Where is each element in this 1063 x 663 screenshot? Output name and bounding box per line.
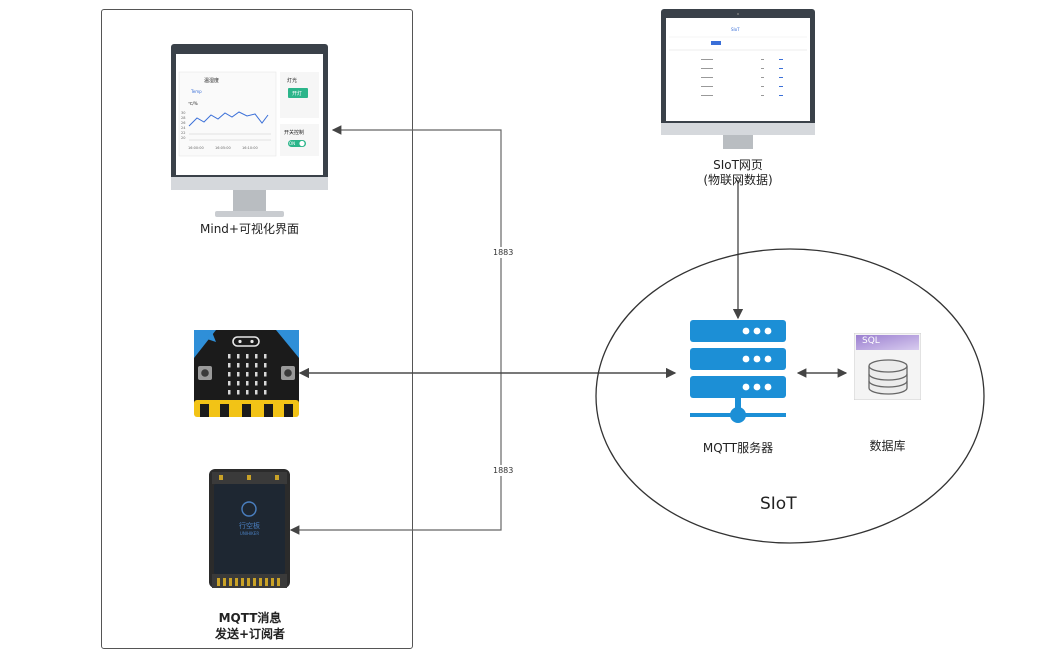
port-label-bottom: 1883 [493, 465, 514, 476]
unihiker-brand-sub: UNIHIKER [239, 531, 260, 536]
led [255, 354, 258, 359]
led [246, 363, 249, 368]
siot-web-title: SIoT [731, 27, 740, 32]
unihiker-icon [209, 469, 290, 588]
siot-web-label-line2: (物联网数据) [703, 173, 773, 187]
unihiker-brand: 行空板 [239, 522, 260, 530]
led [237, 354, 240, 359]
line-monitor-1883 [331, 125, 502, 374]
led [264, 372, 267, 377]
panel1-title: 灯光 [287, 78, 298, 84]
led [255, 363, 258, 368]
chart-y-tick: 22 [181, 131, 186, 135]
led [246, 372, 249, 377]
led [264, 381, 267, 386]
chart-axis-label: ℃/% [188, 101, 198, 106]
led [246, 354, 249, 359]
siot-web-label-line1: SIoT网页 [713, 158, 763, 172]
siot-web-label: SIoT网页 (物联网数据) [661, 158, 815, 188]
chart-y-tick: 26 [181, 121, 186, 125]
chart-x-tick-1: 16:05:00 [215, 146, 231, 150]
unihiker-label: MQTT消息 发送+订阅者 [190, 610, 310, 642]
led [255, 390, 258, 395]
led [246, 381, 249, 386]
unihiker-label-line1: MQTT消息 [218, 611, 282, 625]
toggle-label[interactable]: ON [289, 141, 296, 146]
chart-y-tick: 28 [181, 116, 186, 120]
led [237, 381, 240, 386]
microbit-icon [194, 330, 299, 417]
server-icon [690, 320, 786, 423]
led [237, 372, 240, 377]
led [264, 354, 267, 359]
siot-cloud [595, 248, 985, 544]
mqtt-server-label: MQTT服务器 [702, 441, 774, 455]
led [228, 390, 231, 395]
chart-y-tick: 24 [181, 126, 186, 130]
led [228, 372, 231, 377]
led [237, 363, 240, 368]
left-panel [101, 9, 413, 649]
chart-x-tick-0: 16:00:00 [188, 146, 204, 150]
mind-monitor-label: Mind+可视化界面 [200, 222, 299, 236]
panel1-button[interactable]: 开灯 [292, 91, 303, 97]
database-icon [853, 332, 922, 401]
panel2-title: 开关控制 [284, 130, 305, 136]
chart-legend: Temp [191, 89, 202, 94]
led [264, 363, 267, 368]
port-label-top: 1883 [493, 247, 514, 258]
database-label: 数据库 [869, 439, 906, 453]
chart-y-tick: 30 [181, 111, 186, 115]
led [255, 381, 258, 386]
unihiker-device: 行空板 UNIHIKER [209, 469, 290, 588]
siot-web-monitor: SIoT [661, 9, 815, 151]
database: SQL [853, 332, 922, 401]
led [255, 372, 258, 377]
chart-title: 温湿度 [204, 78, 220, 84]
microbit-board [194, 330, 299, 417]
chart-x-tick-2: 16:10:00 [242, 146, 258, 150]
led [228, 363, 231, 368]
unihiker-label-line2: 发送+订阅者 [214, 627, 286, 641]
monitor-icon [171, 44, 328, 217]
line-unihiker-1883 [289, 374, 502, 535]
led [228, 381, 231, 386]
siot-cloud-label: SIoT [760, 494, 797, 514]
monitor-icon [661, 9, 815, 149]
led [246, 390, 249, 395]
database-tag: SQL [862, 336, 880, 346]
mqtt-server [690, 320, 786, 424]
led [264, 390, 267, 395]
led [228, 354, 231, 359]
chart-y-tick: 20 [181, 136, 186, 140]
led [237, 390, 240, 395]
